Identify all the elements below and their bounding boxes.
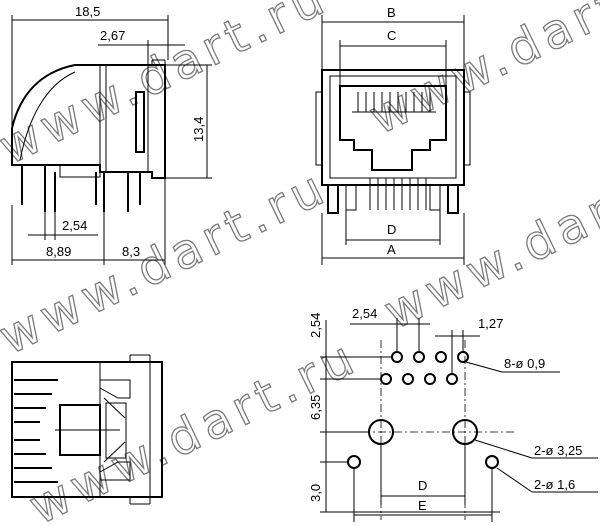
dim-A: A [387,242,396,257]
fp-dim-D: D [418,478,427,493]
dim-pitch: 2,54 [62,218,87,233]
pin-hole [446,373,458,385]
watermark-4: www.dart.ru [376,133,600,340]
dim-pin-span: 8,89 [46,244,71,259]
mount-hole [347,455,361,469]
pin-hole [457,351,469,363]
pin-hole [413,351,425,363]
fp-dim-pitch-y: 2,54 [308,313,323,338]
dim-rear-span: 8,3 [122,244,140,259]
pin-hole [424,373,436,385]
callout-guide-holes: 2-ø 3,25 [534,443,582,458]
fp-dim-offset: 1,27 [478,316,503,331]
pin-hole [402,373,414,385]
watermark-1: www.dart.ru [0,0,337,176]
fp-dim-bottom: 3,0 [308,484,323,502]
dim-overall-length: 18,5 [75,4,100,19]
side-view: 18,5 2,67 13,4 2,54 8,89 8,3 [11,4,212,265]
footprint-view: 2,54 6,35 3,0 2,54 1,27 8-ø 0,9 2-ø 3,25… [308,306,598,522]
dim-D: D [387,222,396,237]
front-view: B C D A [315,5,471,265]
dim-C: C [387,28,396,43]
callout-pin-holes: 8-ø 0,9 [504,356,545,371]
dim-B: B [387,5,396,20]
watermark-3: www.dart.ru [0,158,337,365]
bottom-view [11,354,163,505]
fp-dim-pitch-x: 2,54 [352,306,377,321]
pin-hole [391,351,403,363]
callout-mount-holes: 2-ø 1,6 [534,477,575,492]
dim-offset-top: 2,67 [100,28,125,43]
dim-height: 13,4 [191,117,206,142]
pin-hole [435,351,447,363]
fp-dim-row-gap: 6,35 [308,395,323,420]
fp-dim-E: E [418,498,427,513]
mount-hole [485,455,499,469]
pin-hole [380,373,392,385]
